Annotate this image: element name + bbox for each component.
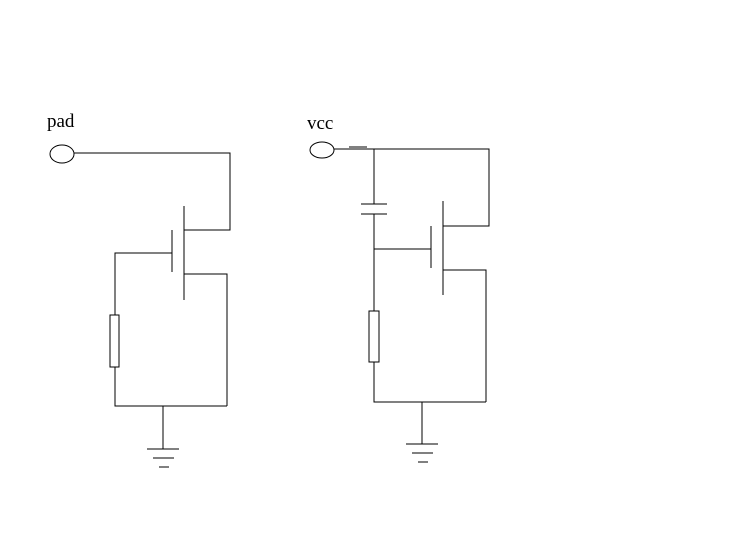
nmos-transistor-icon [171,206,185,300]
vcc-terminal-icon [309,141,335,159]
ground-icon [406,443,438,463]
right-circuit: vcc [307,113,490,463]
vcc-label: vcc [307,113,333,134]
pad-label: pad [47,111,75,132]
left-circuit: pad [47,111,231,468]
pad-drain-wire [74,152,231,231]
gate-wire [114,252,172,315]
vcc-drain-wire [334,148,490,227]
resistor-icon [368,310,380,363]
resistor-icon [109,314,120,368]
ground-icon [147,448,179,468]
nmos-transistor-icon [430,201,444,295]
source-wire [184,273,228,406]
bottom-rail [373,362,486,403]
source-wire [443,269,487,402]
capacitor-icon [361,203,387,215]
pad-terminal-icon [49,144,75,164]
bottom-rail [114,367,227,407]
